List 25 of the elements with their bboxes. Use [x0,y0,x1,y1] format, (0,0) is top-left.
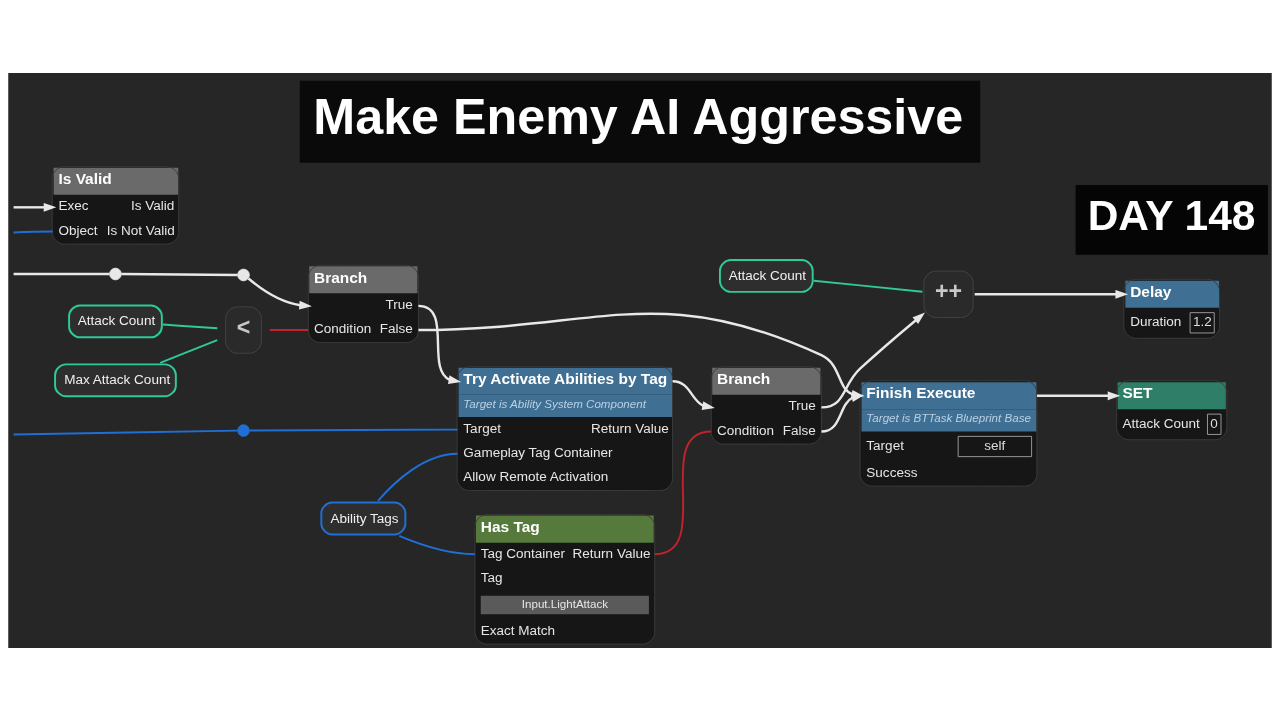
connector [162,323,219,329]
connector [12,230,54,233]
label: DAY 148 [1087,191,1256,239]
node-circle [237,423,250,437]
arrow [821,312,925,409]
connector [268,328,310,331]
connector [812,279,924,293]
arrow [418,304,462,384]
node-circle [109,267,122,280]
connector [377,452,459,502]
arrow [974,289,1129,299]
connector [398,534,476,555]
diagram-title: Make Enemy AI Aggressive [313,88,964,145]
connector [121,272,238,276]
arrow [13,202,57,212]
arrow [821,392,865,433]
connector [248,428,459,431]
connector [12,429,239,435]
connector [159,338,219,364]
arrow [1036,390,1121,400]
arrow [672,379,715,410]
node-circle [237,268,250,281]
arrow [247,277,312,310]
connector [13,272,110,275]
connector [653,430,713,555]
